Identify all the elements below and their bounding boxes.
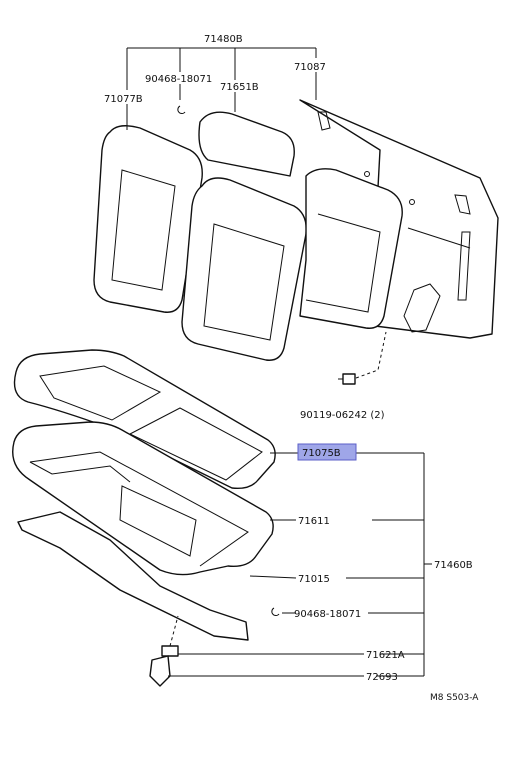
label-clip-top: 90468-18071 bbox=[145, 74, 212, 85]
seat-back-cushion bbox=[93, 111, 403, 361]
seat-cushion-cover bbox=[13, 349, 276, 490]
bolt-icon bbox=[338, 373, 356, 385]
label-seat-back-assy: 71480B bbox=[204, 34, 243, 45]
label-clip-bottom: 90468-18071 bbox=[294, 609, 361, 620]
label-cushion-cover[interactable]: 71075B bbox=[302, 448, 341, 459]
highlight-box bbox=[297, 443, 357, 461]
label-back-cover-center: 71651B bbox=[220, 82, 259, 93]
label-hook: 71621A bbox=[366, 650, 405, 661]
label-bolt: 90119-06242 (2) bbox=[300, 410, 385, 421]
seat-cushion-pad bbox=[12, 421, 274, 576]
label-cushion-assy: 71460B bbox=[434, 560, 473, 571]
label-lock: 72693 bbox=[366, 672, 398, 683]
label-diagram-code: M8 S503-A bbox=[430, 693, 479, 703]
clip-top-icon bbox=[177, 105, 186, 115]
label-cushion-frame: 71015 bbox=[298, 574, 330, 585]
clip-bottom-icon bbox=[271, 607, 280, 617]
seat-cushion-frame bbox=[17, 511, 249, 641]
label-back-board: 71087 bbox=[294, 62, 326, 73]
label-cushion-pad: 71611 bbox=[298, 516, 330, 527]
label-back-cover-left: 71077B bbox=[104, 94, 143, 105]
bolt-connector bbox=[355, 331, 387, 379]
lock-icon bbox=[149, 655, 171, 687]
leader-lines bbox=[126, 47, 432, 677]
hook-connector bbox=[169, 615, 179, 647]
hook-icon bbox=[161, 645, 179, 657]
